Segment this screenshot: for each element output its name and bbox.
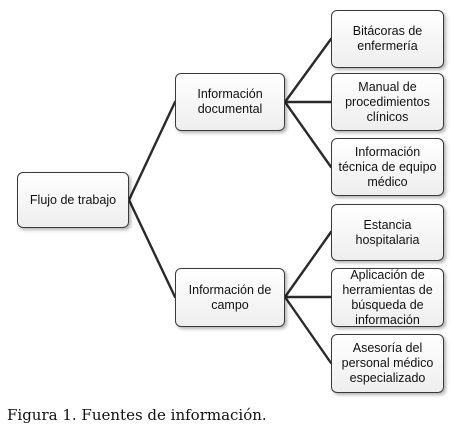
- connector-root-to-documental: [127, 100, 177, 202]
- connector-lines: [127, 37, 333, 365]
- node-asesoria-personal-medico: Asesoría del personal médico especializa…: [331, 334, 444, 393]
- node-flujo-de-trabajo: Flujo de trabajo: [17, 172, 129, 228]
- connector-documental-to-bitacoras: [283, 37, 333, 104]
- connector-root-to-campo: [127, 198, 177, 299]
- node-informacion-documental: Información documental: [175, 73, 285, 131]
- node-manual-de-procedimientos: Manual de procedimientos clínicos: [331, 73, 444, 131]
- node-bitacoras-de-enfermeria: Bitácoras de enfermería: [331, 10, 444, 68]
- node-informacion-tecnica-equipo: Información técnica de equipo médico: [331, 138, 444, 196]
- connector-documental-to-informacion-tecnica: [283, 100, 333, 169]
- node-estancia-hospitalaria: Estancia hospitalaria: [331, 204, 444, 261]
- node-aplicacion-herramientas: Aplicación de herramientas de búsqueda d…: [331, 268, 444, 327]
- connector-campo-to-asesoria: [283, 295, 333, 365]
- figure-caption: Figura 1. Fuentes de información.: [7, 406, 267, 424]
- workflow-diagram: Flujo de trabajo Información documental …: [17, 10, 444, 393]
- node-informacion-de-campo: Información de campo: [175, 268, 285, 327]
- connector-campo-to-estancia: [283, 230, 333, 299]
